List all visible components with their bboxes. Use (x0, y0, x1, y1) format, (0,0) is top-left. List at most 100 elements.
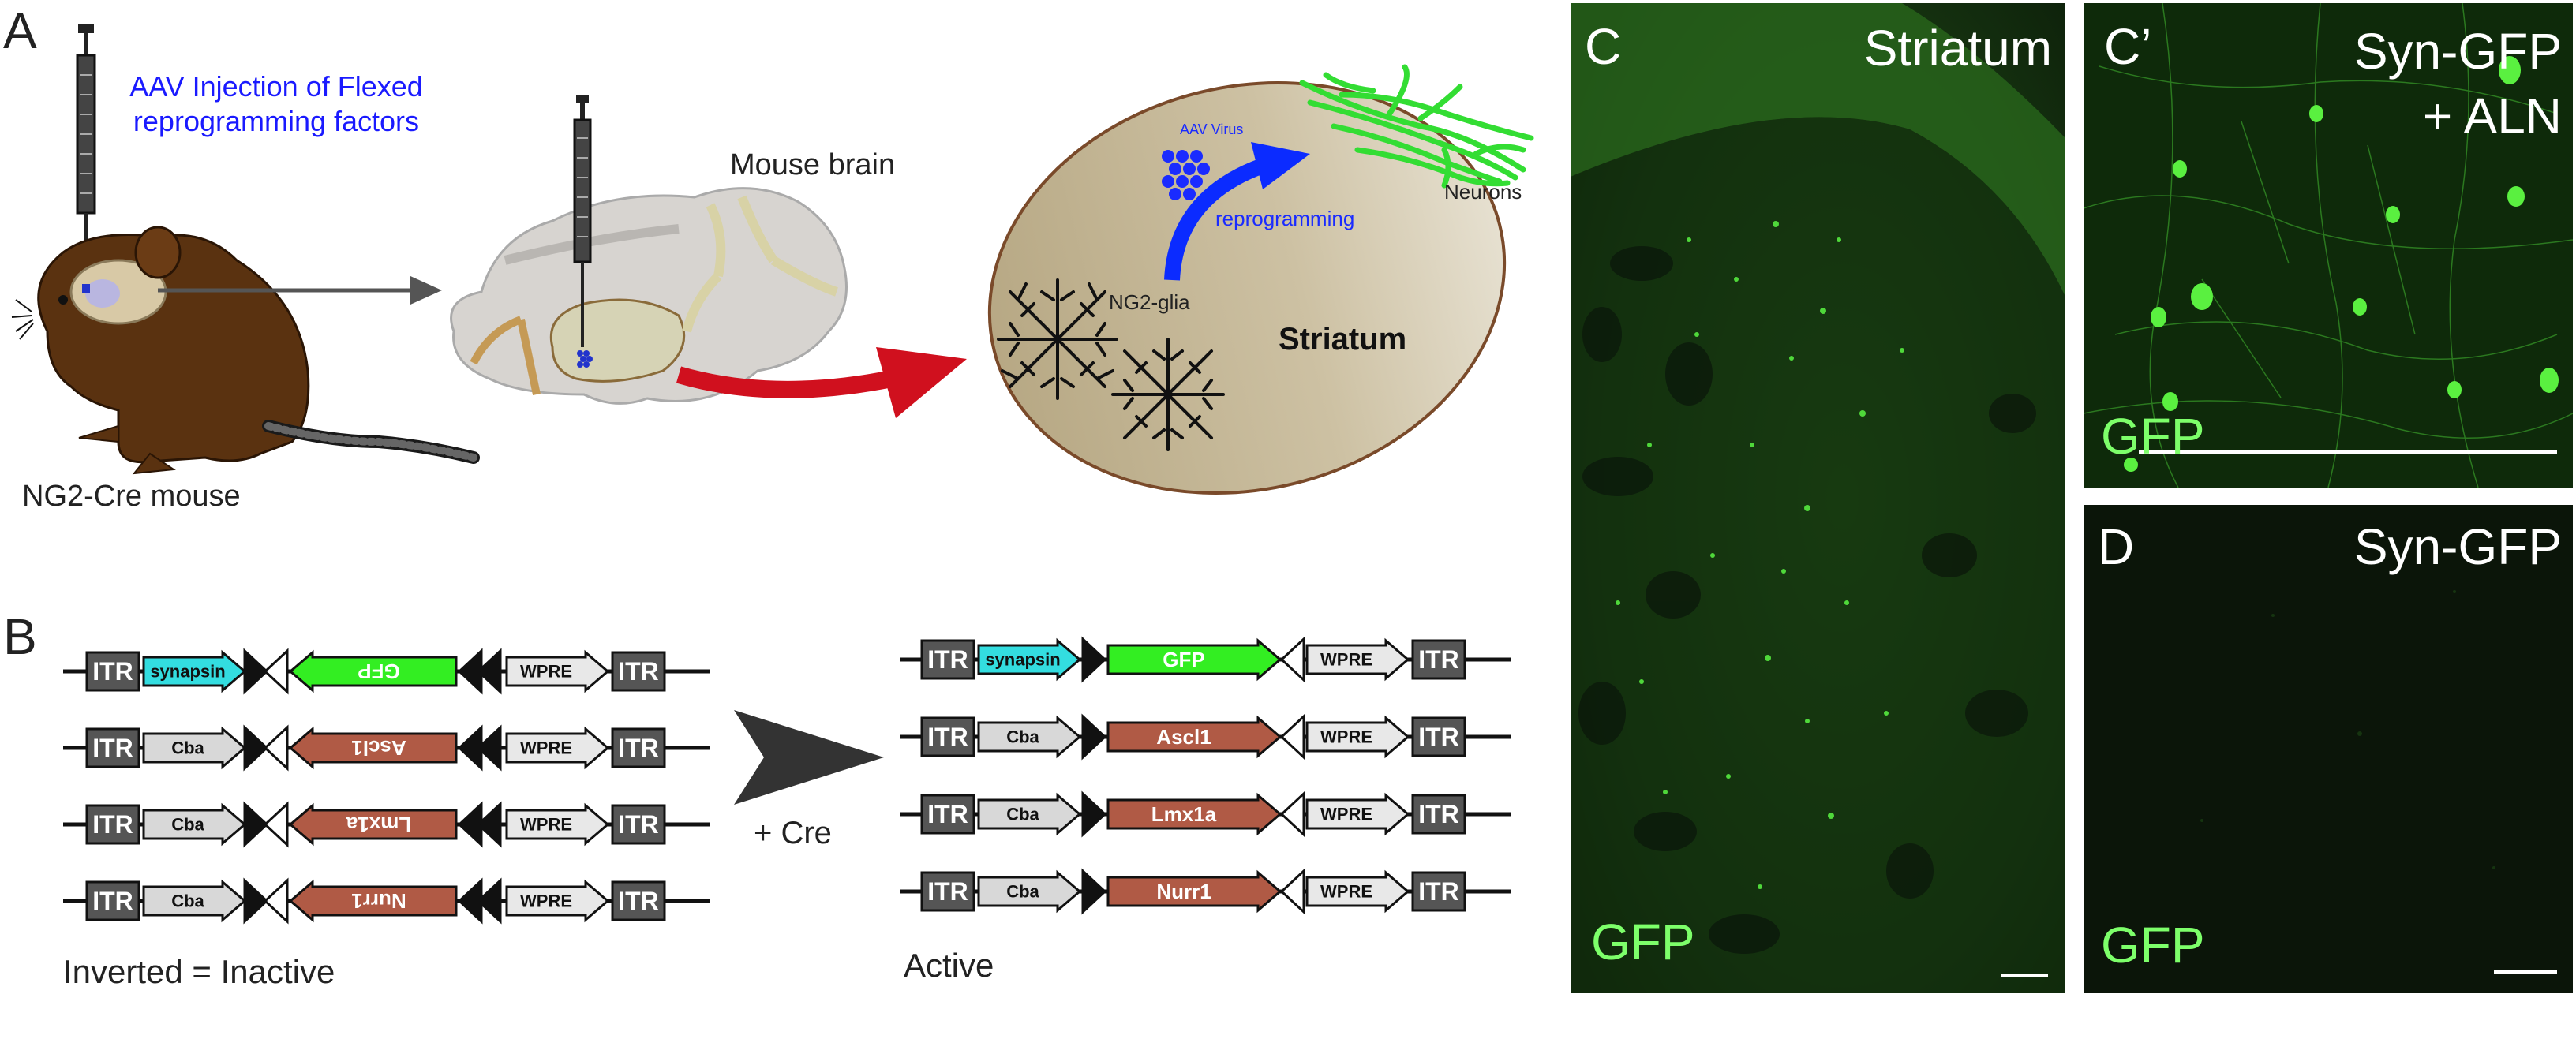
itr-box-label: ITR (618, 887, 659, 915)
itr-box-label: ITR (92, 810, 133, 839)
promoter-label: Cba (1006, 805, 1039, 824)
panel-c-prime-title-line2: + ALN (2422, 88, 2562, 144)
promoter-arrow (977, 715, 1082, 759)
neurons-label: Neurons (1444, 180, 1522, 204)
loxp-site (476, 801, 502, 848)
itr-box (611, 880, 666, 921)
gene-arrow-active (1106, 715, 1282, 759)
itr-box (1411, 639, 1466, 680)
wpre-arrow (1305, 792, 1410, 836)
promoter-arrow (977, 637, 1082, 682)
panel-c-prime-stain-label: GFP (2101, 408, 2205, 465)
promoter-label: Cba (1006, 727, 1039, 747)
itr-box (611, 651, 666, 692)
gene-label-inverted: Nurr1 (351, 889, 406, 913)
reprogramming-arrow-icon (1164, 142, 1310, 281)
itr-box (85, 804, 140, 845)
panel-c-micrograph: C Striatum GFP (1571, 3, 2065, 993)
promoter-arrow (142, 649, 247, 693)
loxp-site (1279, 790, 1305, 838)
itr-box-label: ITR (618, 734, 659, 762)
itr-box (1411, 716, 1466, 757)
panel-c-title: Striatum (1863, 20, 2052, 77)
panel-d-micrograph: D Syn-GFP GFP (2084, 505, 2573, 993)
brain-label: Mouse brain (730, 148, 896, 181)
loxp-site (1279, 713, 1305, 761)
itr-box-label: ITR (1418, 723, 1459, 751)
injection-text: AAV Injection of Flexed reprogramming fa… (110, 69, 442, 139)
cre-label: + Cre (754, 816, 832, 850)
neuron-cluster-icon (1299, 64, 1534, 189)
cre-arrow-icon (734, 710, 884, 805)
wpre-arrow (505, 726, 610, 770)
itr-box-label: ITR (927, 645, 968, 674)
wpre-arrow (505, 802, 610, 847)
promoter-label: synapsin (150, 662, 225, 682)
gene-label-active: Nurr1 (1156, 880, 1211, 903)
syringe-icon (573, 95, 593, 368)
itr-box (1411, 871, 1466, 912)
itr-box-label: ITR (92, 657, 133, 686)
itr-box (85, 727, 140, 768)
gene-label-active: GFP (1163, 648, 1204, 671)
loxp-site (243, 724, 269, 772)
promoter-arrow (977, 792, 1082, 836)
itr-box-label: ITR (927, 800, 968, 828)
itr-box (85, 651, 140, 692)
panel-c-prime-micrograph: C’ Syn-GFP + ALN GFP (2084, 3, 2573, 488)
itr-box (85, 880, 140, 921)
mouse-label: NG2-Cre mouse (22, 480, 241, 513)
promoter-arrow (142, 802, 247, 847)
striatum-label: Striatum (1279, 322, 1407, 357)
panel-d-title: Syn-GFP (2353, 518, 2562, 575)
arrow-to-brain-icon (158, 276, 442, 305)
gene-label-inverted: Lmx1a (346, 813, 411, 836)
striatum-oval (987, 81, 1507, 495)
itr-box-label: ITR (1418, 877, 1459, 906)
loxp-site (476, 877, 502, 925)
itr-box (611, 804, 666, 845)
wpre-label: WPRE (1320, 882, 1372, 902)
loxp-site (243, 877, 269, 925)
injection-text-line2: reprogramming factors (133, 105, 420, 137)
promoter-label: Cba (171, 815, 204, 835)
panel-c-prime-title-line1: Syn-GFP (2353, 23, 2562, 80)
wpre-label: WPRE (520, 738, 572, 758)
loxp-site (1081, 790, 1107, 838)
panel-c-label: C (1585, 18, 1622, 75)
gene-arrow-inverted (288, 649, 458, 693)
loxp-site (1279, 868, 1305, 915)
wpre-label: WPRE (520, 891, 572, 911)
scale-bar (2139, 450, 2557, 454)
wpre-label: WPRE (520, 662, 572, 682)
gene-label-inverted: GFP (358, 660, 399, 683)
gene-label-inverted: Ascl1 (351, 736, 406, 760)
aav-virus-label: AAV Virus (1180, 121, 1244, 137)
panel-b-label: B (3, 608, 37, 665)
promoter-arrow (142, 726, 247, 770)
panel-a-diagram (11, 24, 1534, 495)
loxp-site (243, 801, 269, 848)
wpre-arrow (1305, 715, 1410, 759)
loxp-site (243, 648, 269, 695)
gene-arrow-active (1106, 869, 1282, 914)
promoter-label: Cba (171, 891, 204, 911)
gene-arrow-inverted (288, 802, 458, 847)
wpre-arrow (1305, 637, 1410, 682)
panel-a-label: A (3, 2, 37, 59)
panel-d-stain-label: GFP (2101, 917, 2205, 974)
promoter-label: synapsin (985, 650, 1060, 670)
loxp-site (1081, 636, 1107, 683)
itr-box (920, 794, 975, 835)
wpre-label: WPRE (1320, 727, 1372, 747)
gene-label-active: Lmx1a (1151, 802, 1217, 826)
itr-box-label: ITR (1418, 800, 1459, 828)
injection-text-line1: AAV Injection of Flexed (129, 70, 423, 103)
itr-box (920, 716, 975, 757)
itr-box-label: ITR (92, 887, 133, 915)
loxp-site (263, 877, 289, 925)
itr-box-label: ITR (618, 657, 659, 686)
itr-box (920, 871, 975, 912)
promoter-arrow (977, 869, 1082, 914)
